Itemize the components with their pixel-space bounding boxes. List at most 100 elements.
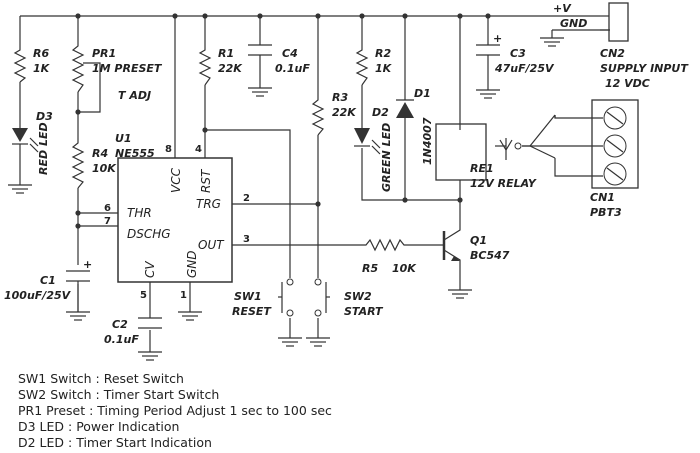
cn2-ref: CN2 <box>600 47 625 60</box>
ground-icon <box>306 337 330 347</box>
c2-ref: C2 <box>112 318 128 331</box>
d1-ref: D1 <box>414 87 431 100</box>
d2-value: GREEN LED <box>380 123 393 192</box>
ground-icon <box>178 311 202 321</box>
sw2-switch <box>314 278 330 317</box>
u1-ne555: THR DSCHG TRG OUT VCC RST CV GND 8 4 2 6… <box>104 144 250 301</box>
sw1-switch <box>278 278 294 317</box>
junctions <box>75 13 491 229</box>
pr1-note: T ADJ <box>118 89 151 102</box>
ground-icon <box>138 351 162 361</box>
c4-ref: C4 <box>282 47 298 60</box>
legend: SW1 Switch : Reset Switch SW2 Switch : T… <box>18 371 332 451</box>
sw1-value: RESET <box>232 305 272 318</box>
cn2-value: SUPPLY INPUT <box>600 62 689 75</box>
r2-ref: R2 <box>375 47 391 60</box>
c3-value: 47uF/25V <box>494 62 555 75</box>
d1-diode <box>396 93 414 118</box>
r1-resistor <box>198 45 212 86</box>
ground-icon <box>248 87 272 97</box>
ground-icon <box>278 337 302 347</box>
r4-resistor <box>71 138 85 189</box>
pr1-preset <box>71 40 85 93</box>
pin-vcc-label: VCC <box>169 167 183 193</box>
q1-ref: Q1 <box>470 234 487 247</box>
resistors <box>13 40 410 252</box>
pin-6-number: 6 <box>104 203 111 214</box>
c1-ref: C1 <box>40 274 56 287</box>
legend-line: SW1 Switch : Reset Switch <box>18 371 184 386</box>
pin-2-number: 2 <box>243 193 250 204</box>
ground-icon <box>448 289 472 299</box>
pin-8-number: 8 <box>165 144 172 155</box>
d2-ref: D2 <box>372 106 389 119</box>
r2-resistor <box>355 45 369 86</box>
c3-polarity: + <box>493 32 502 45</box>
ground-icon <box>8 184 32 194</box>
pin-thr-label: THR <box>127 206 152 220</box>
r3-ref: R3 <box>332 91 348 104</box>
d3-value: RED LED <box>37 122 50 175</box>
u1-value: NE555 <box>115 147 155 160</box>
pin-7-number: 7 <box>104 216 111 227</box>
u1-ref: U1 <box>115 132 132 145</box>
cn1-terminal-block <box>591 99 639 189</box>
d3-ref: D3 <box>36 110 53 123</box>
r6-value: 1K <box>33 62 51 75</box>
re1-value: 12V RELAY <box>470 177 537 190</box>
component-labels: +V GND R6 1K PR1 1M PRESET T ADJ R1 22K … <box>4 2 689 346</box>
r5-resistor <box>360 238 410 252</box>
sw1-ref: SW1 <box>234 290 262 303</box>
supply-plus-label: +V <box>553 2 572 15</box>
legend-line: D2 LED : Timer Start Indication <box>18 435 212 450</box>
pin-out-label: OUT <box>198 238 225 252</box>
capacitors <box>66 42 500 329</box>
d1-value: 1N4007 <box>421 117 434 165</box>
pin-5-number: 5 <box>140 290 147 301</box>
r4-ref: R4 <box>92 147 108 160</box>
r2-value: 1K <box>375 62 393 75</box>
c3-ref: C3 <box>510 47 526 60</box>
pin-4-number: 4 <box>195 144 202 155</box>
re1-relay <box>435 114 556 181</box>
c4-value: 0.1uF <box>275 62 310 75</box>
c1-value: 100uF/25V <box>4 289 72 302</box>
c2-value: 0.1uF <box>104 333 139 346</box>
ground-symbols <box>8 37 564 361</box>
legend-line: SW2 Switch : Timer Start Switch <box>18 387 220 402</box>
ground-icon <box>66 311 90 321</box>
r5-value: 10K <box>392 262 417 275</box>
pin-cv-label: CV <box>143 261 157 278</box>
c1-polarity: + <box>83 258 92 271</box>
q1-value: BC547 <box>470 249 510 262</box>
r6-resistor <box>13 45 27 83</box>
pin-gnd-label: GND <box>185 250 199 278</box>
wires <box>19 15 610 352</box>
r1-value: 22K <box>218 62 243 75</box>
sw2-ref: SW2 <box>344 290 372 303</box>
r5-ref: R5 <box>362 262 378 275</box>
d3-led <box>12 128 39 153</box>
sw2-value: START <box>344 305 384 318</box>
cn1-ref: CN1 <box>590 191 615 204</box>
pin-3-number: 3 <box>243 234 250 245</box>
q1-transistor <box>442 231 460 261</box>
r3-value: 22K <box>332 106 357 119</box>
r4-value: 10K <box>92 162 117 175</box>
cn2-value2: 12 VDC <box>605 77 650 90</box>
pr1-ref: PR1 <box>92 47 116 60</box>
pin-dschg-label: DSCHG <box>127 227 171 241</box>
legend-line: PR1 Preset : Timing Period Adjust 1 sec … <box>18 403 332 418</box>
supply-gnd-label: GND <box>560 17 587 30</box>
d2-led <box>354 128 381 155</box>
ground-icon <box>540 37 564 47</box>
legend-line: D3 LED : Power Indication <box>18 419 180 434</box>
pin-1-number: 1 <box>180 290 187 301</box>
pr1-value: 1M PRESET <box>92 62 163 75</box>
re1-ref: RE1 <box>470 162 494 175</box>
r6-ref: R6 <box>33 47 49 60</box>
pin-trg-label: TRG <box>196 197 221 211</box>
cn2-connector <box>600 2 629 42</box>
pin-rst-label: RST <box>199 168 213 193</box>
